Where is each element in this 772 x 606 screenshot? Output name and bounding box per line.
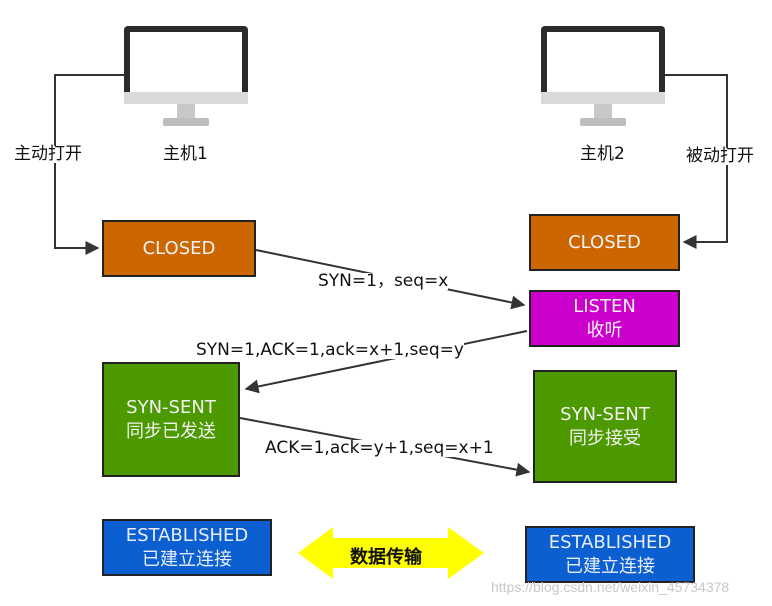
syn-ack-arrow (244, 330, 528, 394)
state-name: CLOSED (568, 231, 641, 253)
state-name: SYN-SENT (560, 403, 650, 425)
state-name: ESTABLISHED (548, 531, 672, 553)
state-name: CLOSED (142, 237, 216, 259)
data-transfer-arrow (298, 527, 484, 579)
host1-label: 主机1 (163, 144, 208, 164)
state-description: 收听 (586, 319, 623, 341)
passive-open-label: 被动打开 (686, 146, 754, 166)
state-description: 已建立连接 (565, 555, 655, 577)
established-state-host1: ESTABLISHED 已建立连接 (102, 519, 272, 576)
ack-message-label: ACK=1,ack=y+1,seq=x+1 (265, 438, 494, 458)
closed-state-host1: CLOSED (102, 220, 256, 277)
data-transfer-label: 数据传输 (350, 547, 422, 568)
state-name: SYN-SENT (126, 396, 216, 418)
syn-sent-state-host1: SYN-SENT 同步已发送 (102, 362, 240, 477)
state-name: ESTABLISHED (125, 524, 249, 546)
closed-state-host2: CLOSED (529, 214, 680, 271)
state-description: 同步已发送 (126, 420, 216, 442)
host2-label: 主机2 (580, 144, 625, 164)
syn-ack-message-label: SYN=1,ACK=1,ack=x+1,seq=y (196, 340, 464, 360)
host2-computer-icon (541, 26, 665, 126)
state-description: 已建立连接 (142, 548, 232, 570)
active-open-label: 主动打开 (14, 144, 82, 164)
watermark-text: https://blog.csdn.net/weixin_45734378 (491, 579, 730, 595)
listen-state: LISTEN 收听 (529, 290, 680, 347)
state-description: 同步接受 (569, 427, 641, 449)
syn-sent-state-host2: SYN-SENT 同步接受 (533, 370, 677, 483)
established-state-host2: ESTABLISHED 已建立连接 (525, 526, 695, 583)
host1-computer-icon (124, 26, 248, 126)
state-name: LISTEN (573, 295, 636, 317)
syn-message-label: SYN=1，seq=x (318, 271, 449, 291)
